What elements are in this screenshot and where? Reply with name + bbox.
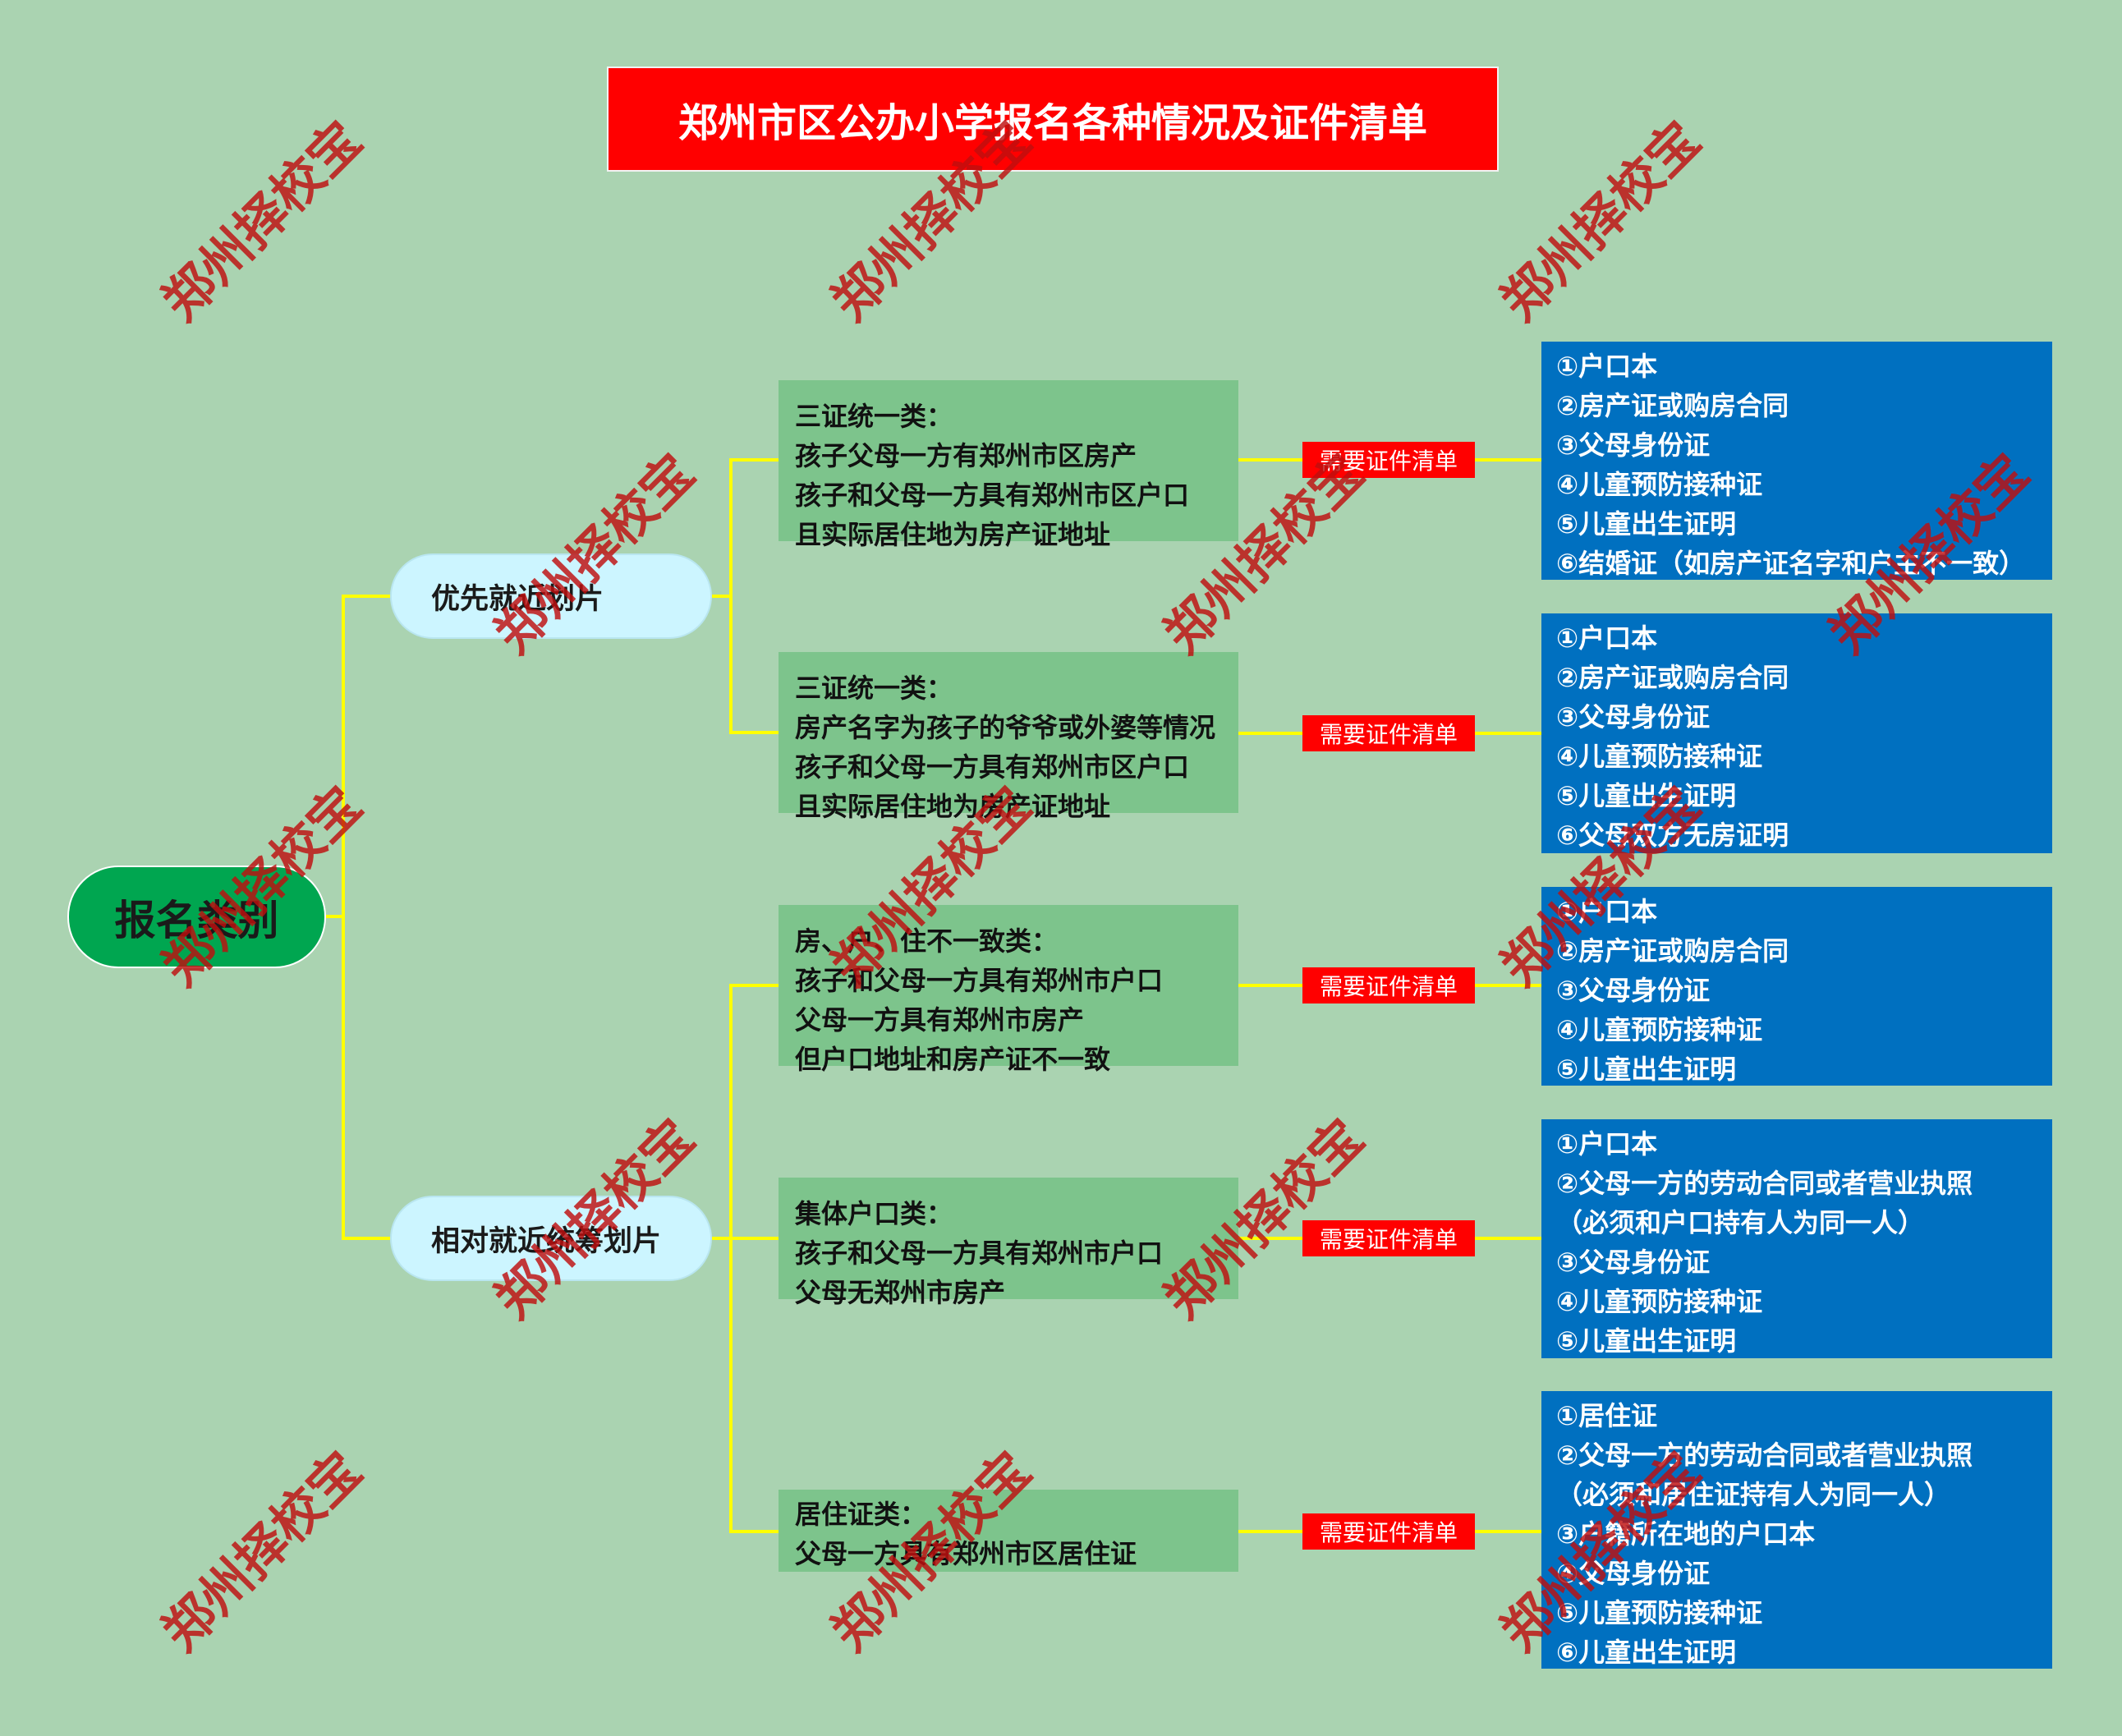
document-item: ①户口本	[1556, 622, 1658, 654]
category-line: 三证统一类：	[795, 401, 953, 432]
document-list: ①户口本 ②房产证或购房合同 ③父母身份证 ④儿童预防接种证 ⑤儿童出生证明 ⑥…	[1541, 613, 2052, 853]
category-line: 孩子和父母一方具有郑州市户口	[795, 1238, 1164, 1269]
document-list: ①户口本 ②房产证或购房合同 ③父母身份证 ④儿童预防接种证 ⑤儿童出生证明	[1541, 887, 2052, 1086]
document-item: ③父母身份证	[1556, 701, 1711, 733]
document-list: ①户口本 ②房产证或购房合同 ③父母身份证 ④儿童预防接种证 ⑤儿童出生证明 ⑥…	[1541, 342, 2052, 580]
document-item: ⑤儿童出生证明	[1556, 780, 1737, 811]
document-item: ④儿童预防接种证	[1556, 469, 1763, 500]
document-item: ①居住证	[1556, 1400, 1658, 1431]
document-item: ⑤儿童预防接种证	[1556, 1597, 1763, 1628]
category-line: 孩子父母一方有郑州市区房产	[795, 440, 1137, 471]
need-docs-label: 需要证件清单	[1302, 1220, 1475, 1256]
root-node: 报名类别	[67, 866, 326, 968]
document-item: ①户口本	[1556, 896, 1658, 927]
page-title: 郑州市区公办小学报名各种情况及证件清单	[607, 67, 1499, 172]
document-list: ①居住证 ②父母一方的劳动合同或者营业执照 （必须和居住证持有人为同一人） ③户…	[1541, 1391, 2052, 1669]
category-node: 房、户、住不一致类： 孩子和父母一方具有郑州市户口 父母一方具有郑州市房产 但户…	[779, 905, 1238, 1075]
need-docs-label: 需要证件清单	[1302, 715, 1475, 751]
category-node: 三证统一类： 孩子父母一方有郑州市区房产 孩子和父母一方具有郑州市区户口 且实际…	[779, 380, 1238, 550]
document-item: ②房产证或购房合同	[1556, 662, 1789, 693]
document-item: ④儿童预防接种证	[1556, 1014, 1763, 1045]
document-item: ①户口本	[1556, 351, 1658, 382]
document-item: ②房产证或购房合同	[1556, 390, 1789, 421]
category-line: 三证统一类：	[795, 673, 953, 704]
category-line: 且实际居住地为房产证地址	[795, 791, 1111, 822]
category-line: 且实际居住地为房产证地址	[795, 519, 1111, 550]
document-item: ⑤儿童出生证明	[1556, 508, 1737, 540]
category-line: 父母一方具有郑州市房产	[795, 1004, 1085, 1036]
document-item: ③父母身份证	[1556, 975, 1711, 1006]
document-item: ④父母身份证	[1556, 1558, 1711, 1589]
need-docs-label: 需要证件清单	[1302, 967, 1475, 1003]
document-item: （必须和居住证持有人为同一人）	[1556, 1479, 1951, 1510]
document-item: ①户口本	[1556, 1128, 1658, 1160]
document-item: ⑤儿童出生证明	[1556, 1325, 1737, 1357]
document-item: ③户籍所在地的户口本	[1556, 1518, 1816, 1550]
branch-priority-nearby: 优先就近划片	[390, 553, 712, 639]
document-item: （必须和户口持有人为同一人）	[1556, 1207, 1925, 1238]
category-line: 孩子和父母一方具有郑州市区户口	[795, 480, 1190, 511]
document-item: ④儿童预防接种证	[1556, 1286, 1763, 1317]
category-line: 孩子和父母一方具有郑州市户口	[795, 965, 1164, 996]
category-line: 孩子和父母一方具有郑州市区户口	[795, 751, 1190, 783]
category-line: 父母无郑州市房产	[795, 1277, 1006, 1308]
document-item: ⑥父母双方无房证明	[1556, 820, 1789, 851]
category-node: 三证统一类： 房产名字为孩子的爷爷或外婆等情况 孩子和父母一方具有郑州市区户口 …	[779, 652, 1238, 822]
document-item: ⑥结婚证（如房产证名字和户主不一致）	[1556, 548, 2026, 579]
document-item: ②父母一方的劳动合同或者营业执照	[1556, 1440, 1973, 1471]
document-item: ⑥儿童出生证明	[1556, 1637, 1737, 1668]
branch-relative-nearby: 相对就近统筹划片	[390, 1196, 712, 1281]
document-item: ②房产证或购房合同	[1556, 935, 1789, 967]
document-item: ③父母身份证	[1556, 429, 1711, 461]
need-docs-label: 需要证件清单	[1302, 442, 1475, 478]
document-item: ⑤儿童出生证明	[1556, 1054, 1737, 1085]
document-list: ①户口本 ②父母一方的劳动合同或者营业执照 （必须和户口持有人为同一人） ③父母…	[1541, 1119, 2052, 1358]
category-line: 集体户口类：	[795, 1198, 953, 1229]
need-docs-label: 需要证件清单	[1302, 1513, 1475, 1550]
category-line: 但户口地址和房产证不一致	[795, 1044, 1111, 1075]
category-node: 居住证类： 父母一方具有郑州市区居住证	[779, 1490, 1238, 1572]
document-item: ②父母一方的劳动合同或者营业执照	[1556, 1168, 1973, 1199]
category-line: 房产名字为孩子的爷爷或外婆等情况	[795, 712, 1216, 743]
document-item: ③父母身份证	[1556, 1247, 1711, 1278]
category-line: 房、户、住不一致类：	[795, 925, 1059, 957]
category-node: 集体户口类： 孩子和父母一方具有郑州市户口 父母无郑州市房产	[779, 1178, 1238, 1308]
document-item: ④儿童预防接种证	[1556, 741, 1763, 772]
category-line: 父母一方具有郑州市区居住证	[795, 1538, 1137, 1569]
category-line: 居住证类：	[795, 1499, 927, 1530]
